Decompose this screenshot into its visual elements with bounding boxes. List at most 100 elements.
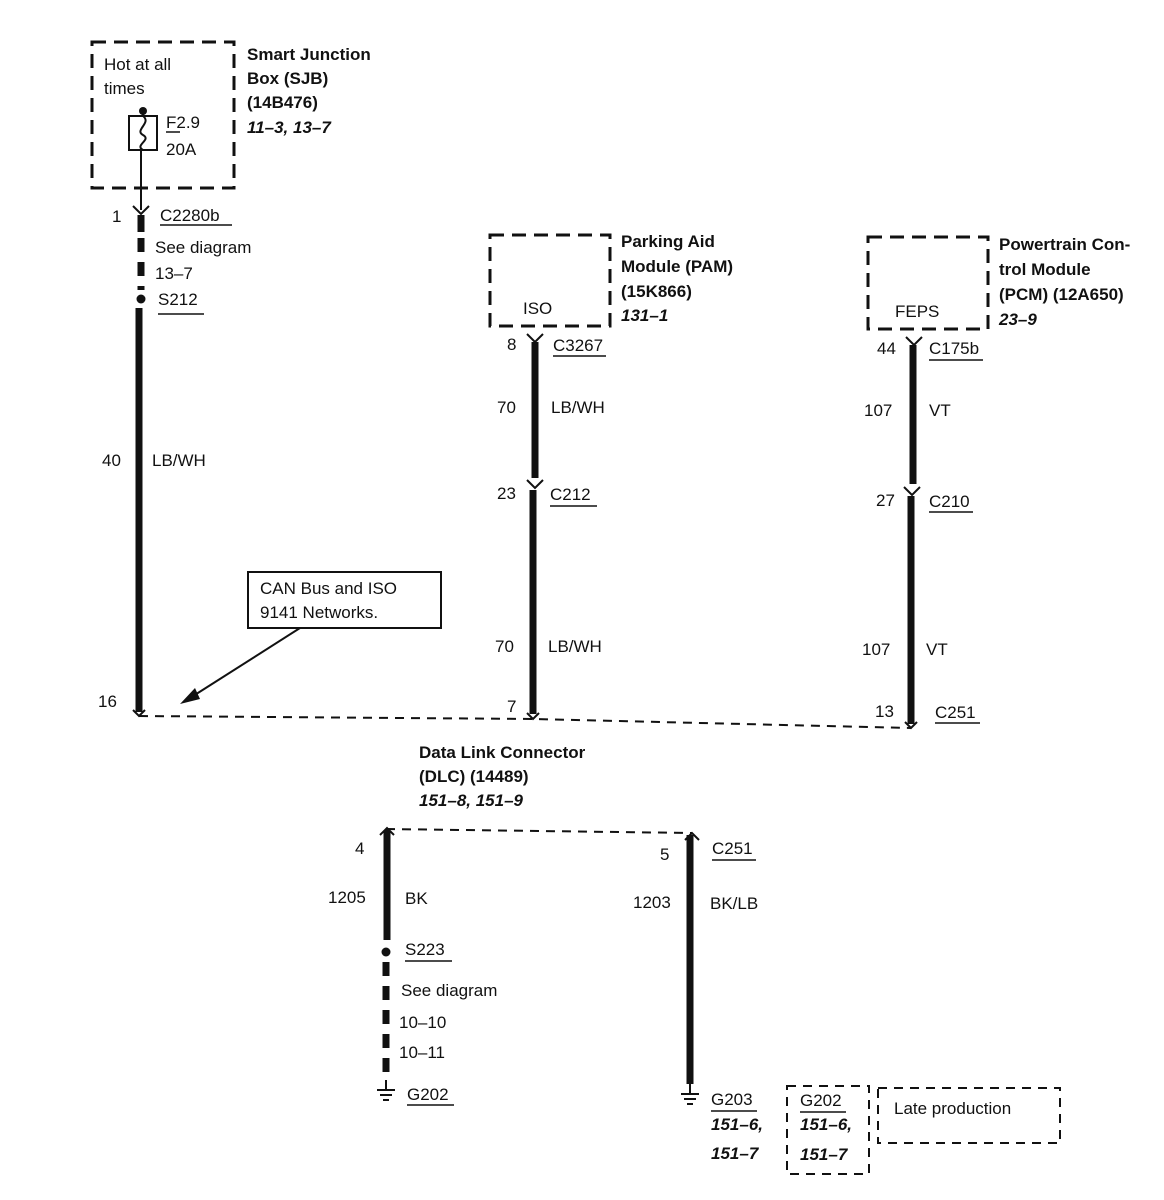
late-note-dashed-box bbox=[877, 1087, 1061, 1144]
ground-right-ref1: 151–6, bbox=[711, 1115, 763, 1134]
ground-left-see-ref1: 10–10 bbox=[399, 1013, 446, 1032]
ground-right-circuit: 1203 bbox=[633, 893, 671, 912]
pam-color1: LB/WH bbox=[551, 398, 605, 417]
pam-title-line3: (15K866) bbox=[621, 282, 692, 301]
left-circuit: 40 bbox=[102, 451, 121, 470]
left-see-diagram: See diagram bbox=[155, 238, 251, 257]
dlc-title-line1: Data Link Connector bbox=[419, 743, 586, 762]
pam-color2: LB/WH bbox=[548, 637, 602, 656]
late-ground-dashed-box bbox=[786, 1085, 870, 1175]
pam-pin-bottom: 7 bbox=[507, 697, 516, 716]
ground-left-see-ref2: 10–11 bbox=[399, 1043, 445, 1062]
dlc-ref: 151–8, 151–9 bbox=[419, 791, 524, 810]
pcm-pin2: 27 bbox=[876, 491, 895, 510]
pcm-circuit2: 107 bbox=[862, 640, 890, 659]
pcm-connector2: C210 bbox=[929, 492, 970, 511]
fuse-id: F2.9 bbox=[166, 113, 200, 132]
left-see-ref: 13–7 bbox=[155, 264, 193, 283]
late-note: Late production bbox=[894, 1099, 1011, 1118]
pam-pin1: 8 bbox=[507, 335, 516, 354]
sjb-title-line3: (14B476) bbox=[247, 93, 318, 112]
callout-arrow-line bbox=[189, 627, 301, 699]
pam-pin-label: ISO bbox=[523, 299, 552, 318]
ground-right-color: BK/LB bbox=[710, 894, 758, 913]
pcm-title-line2: trol Module bbox=[999, 260, 1091, 279]
callout-box bbox=[247, 571, 442, 629]
pcm-color2: VT bbox=[926, 640, 948, 659]
ground-symbol-icon bbox=[377, 1080, 395, 1101]
late-ground: G202 bbox=[800, 1091, 842, 1110]
pcm-pin1: 44 bbox=[877, 339, 896, 358]
ground-left-wire: 4 1205 BK S223 See diagram 10–10 10–11 G… bbox=[328, 826, 497, 1106]
pam-circuit1: 70 bbox=[497, 398, 516, 417]
pam-connector-arrow bbox=[526, 333, 544, 344]
sjb-note-line2: times bbox=[104, 79, 145, 98]
smart-junction-box: Hot at all times F2.9 20A Smart Junction… bbox=[90, 40, 371, 190]
pam-dashed-box bbox=[488, 233, 612, 328]
pam-connector2: C212 bbox=[550, 485, 591, 504]
pcm-dashed-box bbox=[866, 235, 990, 331]
ground-right-pin: 5 bbox=[660, 845, 669, 864]
pam-title-line2: Module (PAM) bbox=[621, 257, 733, 276]
parking-aid-module: ISO Parking Aid Module (PAM) (15K866) 13… bbox=[488, 232, 733, 721]
pcm-circuit1: 107 bbox=[864, 401, 892, 420]
ground-left-pin: 4 bbox=[355, 839, 364, 858]
left-wire: 1 C2280b See diagram 13–7 S212 40 LB/WH … bbox=[98, 150, 251, 718]
splice-s223: S223 bbox=[405, 940, 445, 959]
ground-left-color: BK bbox=[405, 889, 428, 908]
left-pin-top: 1 bbox=[112, 207, 121, 226]
dlc-pin-7-tip bbox=[526, 712, 540, 721]
pcm-connector-bottom: C251 bbox=[935, 703, 976, 722]
splice-s212: S212 bbox=[158, 290, 198, 309]
callout-line2: 9141 Networks. bbox=[260, 603, 378, 622]
pam-connector1: C3267 bbox=[553, 336, 603, 355]
network-callout: CAN Bus and ISO 9141 Networks. bbox=[180, 571, 442, 704]
pcm-title-line3: (PCM) (12A650) bbox=[999, 285, 1124, 304]
sjb-title-line1: Smart Junction bbox=[247, 45, 371, 64]
powertrain-control-module: FEPS Powertrain Con- trol Module (PCM) (… bbox=[862, 235, 1130, 730]
pcm-title-line1: Powertrain Con- bbox=[999, 235, 1130, 254]
left-color: LB/WH bbox=[152, 451, 206, 470]
pcm-ref: 23–9 bbox=[998, 310, 1037, 329]
dlc-dashed-outline-bottom bbox=[385, 828, 693, 834]
ground-right-connector: C251 bbox=[712, 839, 753, 858]
pam-circuit2: 70 bbox=[495, 637, 514, 656]
pcm-connector1: C175b bbox=[929, 339, 979, 358]
pcm-pin-label: FEPS bbox=[895, 302, 939, 321]
late-production-note: G202 151–6, 151–7 Late production bbox=[786, 1085, 1061, 1175]
fuse-element bbox=[139, 115, 147, 151]
callout-arrowhead bbox=[180, 688, 200, 704]
late-ref2: 151–7 bbox=[800, 1145, 849, 1164]
ground-g202: G202 bbox=[407, 1085, 449, 1104]
sjb-note-line1: Hot at all bbox=[104, 55, 171, 74]
pcm-color1: VT bbox=[929, 401, 951, 420]
dlc-dashed-outline-top bbox=[138, 715, 912, 729]
ground-right-wire: 5 C251 1203 BK/LB G203 151–6, 151–7 bbox=[633, 831, 763, 1163]
pcm-connector-arrow bbox=[905, 336, 923, 347]
sjb-dashed-box bbox=[90, 40, 236, 190]
connector-arrow bbox=[132, 205, 150, 216]
left-connector-top: C2280b bbox=[160, 206, 220, 225]
dlc-pin-4-tip bbox=[379, 826, 395, 836]
dlc-title-line2: (DLC) (14489) bbox=[419, 767, 529, 786]
pam-c212-arrow bbox=[526, 479, 544, 490]
pcm-pin-bottom: 13 bbox=[875, 702, 894, 721]
ground-left-see-diagram: See diagram bbox=[401, 981, 497, 1000]
fuse-rating: 20A bbox=[166, 140, 197, 159]
left-pin-bottom: 16 bbox=[98, 692, 117, 711]
pcm-c210-arrow bbox=[903, 486, 921, 497]
pam-pin2: 23 bbox=[497, 484, 516, 503]
data-link-connector: Data Link Connector (DLC) (14489) 151–8,… bbox=[138, 715, 912, 834]
ground-left-circuit: 1205 bbox=[328, 888, 366, 907]
ground-symbol-icon bbox=[681, 1084, 699, 1105]
splice-s212-dot bbox=[136, 294, 146, 304]
sjb-title-line2: Box (SJB) bbox=[247, 69, 328, 88]
fuse-icon bbox=[128, 115, 158, 151]
sjb-ref: 11–3, 13–7 bbox=[247, 118, 332, 137]
late-ref1: 151–6, bbox=[800, 1115, 852, 1134]
pam-ref: 131–1 bbox=[621, 306, 668, 325]
callout-line1: CAN Bus and ISO bbox=[260, 579, 397, 598]
ground-g203: G203 bbox=[711, 1090, 753, 1109]
ground-right-ref2: 151–7 bbox=[711, 1144, 760, 1163]
